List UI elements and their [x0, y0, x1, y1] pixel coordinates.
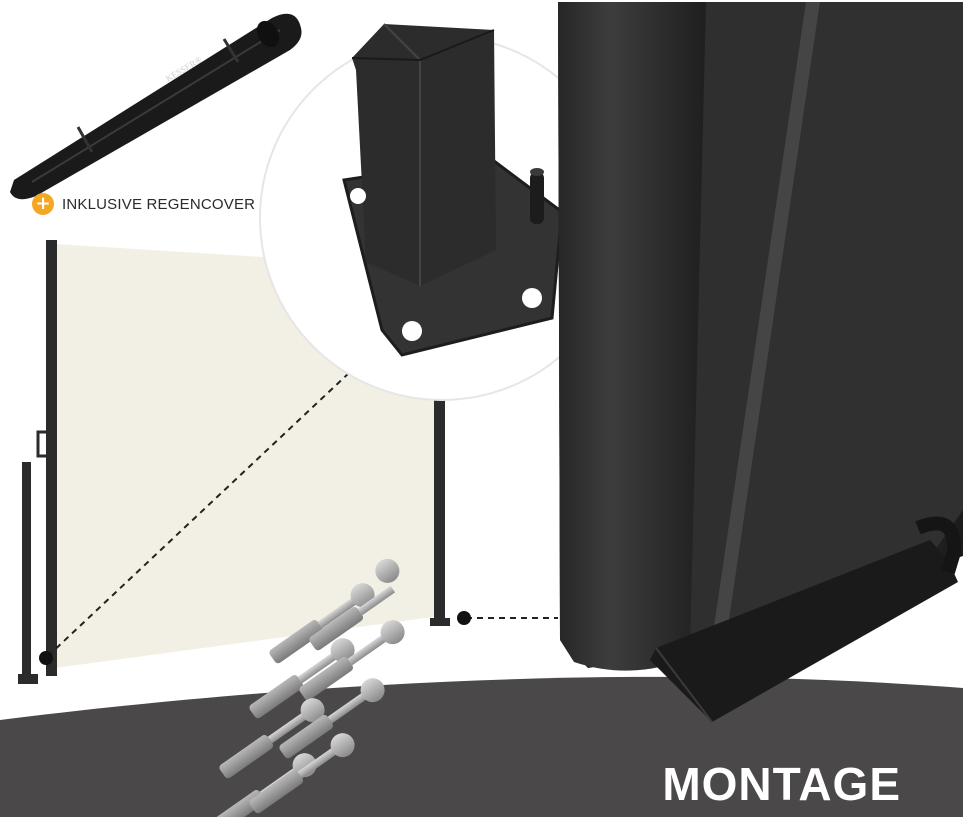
screen-cassette	[46, 240, 57, 676]
base-plate-detail	[259, 23, 625, 401]
rain-cover-caption: + INKLUSIVE REGENCOVER	[32, 193, 255, 215]
callout-line-left	[47, 371, 351, 657]
screen-handle	[36, 430, 46, 458]
plus-icon: +	[32, 193, 54, 215]
end-post	[434, 392, 445, 620]
rain-cover-bag: KESSER®	[10, 13, 302, 200]
callout-dot-left	[39, 651, 53, 665]
support-post	[22, 462, 31, 680]
montage-title: MONTAGE	[662, 758, 901, 810]
post-closeup	[558, 2, 963, 723]
rain-cover-label: INKLUSIVE REGENCOVER	[62, 195, 256, 213]
screw-set	[211, 558, 405, 817]
callout-dot-right	[457, 611, 471, 625]
